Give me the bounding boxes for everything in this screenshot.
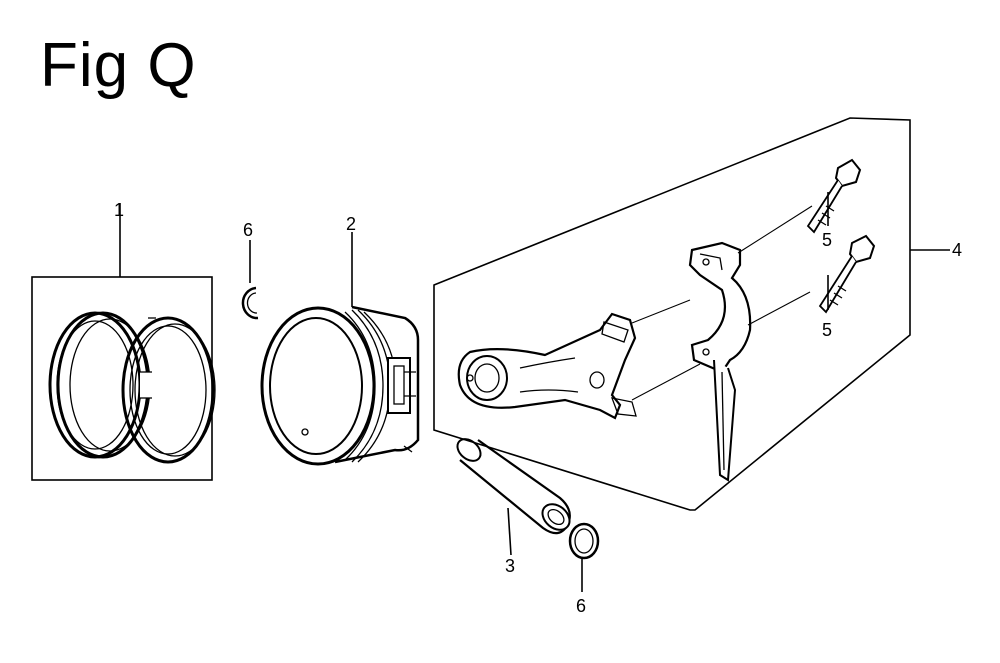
connecting-rod-bolt-upper — [806, 158, 862, 234]
connecting-rod — [457, 312, 637, 420]
callout-5-upper: 5 — [822, 230, 832, 250]
callout-4: 4 — [952, 240, 962, 260]
callout-2: 2 — [346, 214, 356, 234]
callout-3: 3 — [505, 556, 515, 576]
connecting-rod-box — [433, 117, 911, 511]
figure-title: Fig Q — [40, 31, 197, 100]
piston-ring-set: 1 — [31, 200, 216, 481]
connecting-rod-bolt-lower — [818, 234, 876, 314]
piston-pin-clip-lower: 6 — [568, 522, 600, 616]
callout-1: 1 — [114, 200, 124, 220]
callout-5-lower: 5 — [822, 320, 832, 340]
callout-6-upper: 6 — [243, 220, 253, 240]
callout-6-lower: 6 — [576, 596, 586, 616]
piston: 2 — [260, 214, 420, 466]
piston-rings — [48, 311, 216, 464]
connecting-rod-cap — [688, 241, 752, 482]
connecting-rod-assembly: 5 5 4 — [433, 117, 962, 511]
piston-pin-clip-upper: 6 — [241, 220, 259, 320]
piston-pin: 3 — [456, 438, 571, 576]
